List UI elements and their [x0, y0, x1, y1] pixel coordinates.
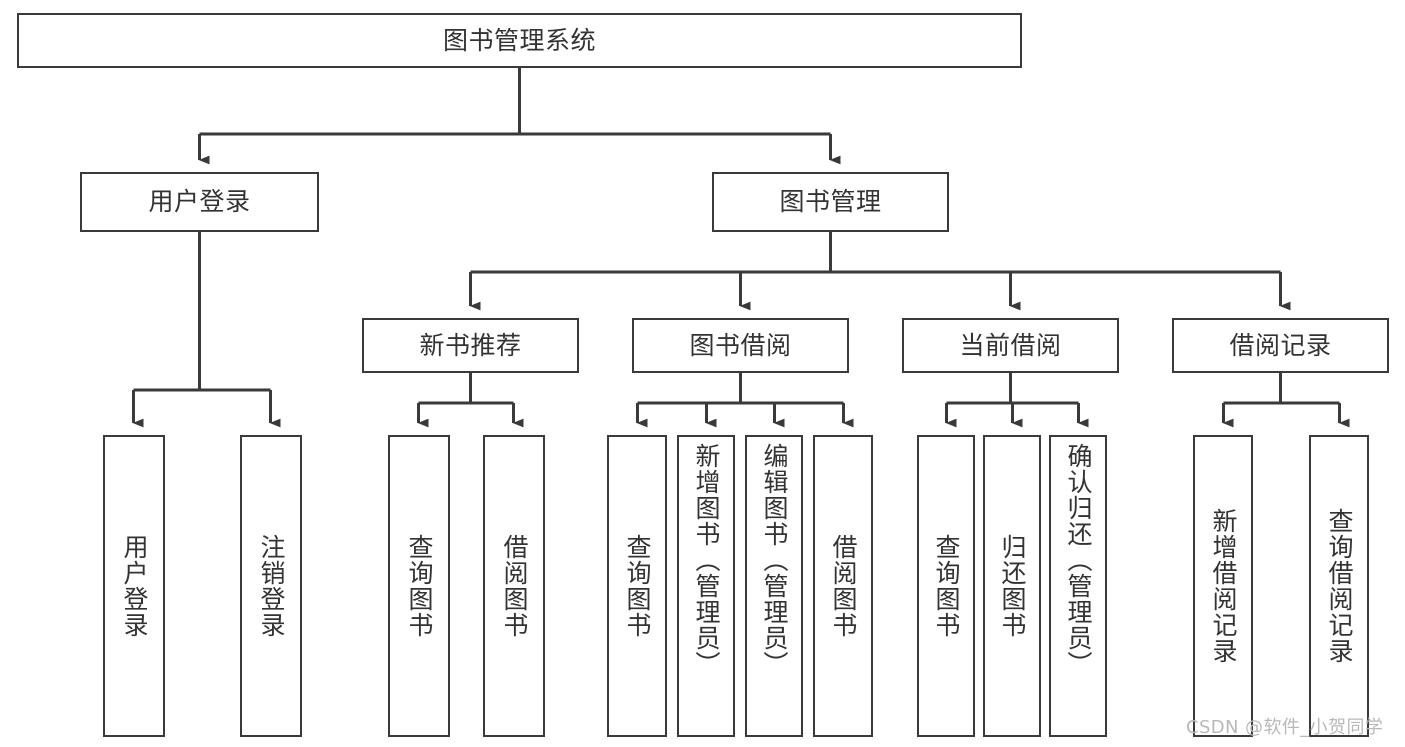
node-leaf-return-book[interactable]: 归还图书 — [983, 435, 1041, 737]
node-root-system[interactable]: 图书管理系统 — [17, 13, 1022, 68]
node-book-manage[interactable]: 图书管理 — [712, 172, 949, 232]
node-leaf-borrow-book-2[interactable]: 借阅图书 — [813, 435, 873, 737]
watermark-text: CSDN @软件_小贺同学 — [1186, 717, 1384, 738]
node-leaf-borrow-book-1[interactable]: 借阅图书 — [483, 435, 545, 737]
node-leaf-edit-book[interactable]: 编辑图书（管理员） — [745, 435, 803, 737]
node-leaf-query-record[interactable]: 查询借阅记录 — [1309, 435, 1369, 737]
node-borrow-record[interactable]: 借阅记录 — [1172, 318, 1389, 373]
node-leaf-user-login[interactable]: 用户登录 — [103, 435, 165, 737]
node-new-book-recommend[interactable]: 新书推荐 — [362, 318, 579, 373]
node-leaf-confirm-return[interactable]: 确认归还（管理员） — [1049, 435, 1107, 737]
node-leaf-query-book-1[interactable]: 查询图书 — [388, 435, 450, 737]
node-leaf-logout[interactable]: 注销登录 — [240, 435, 302, 737]
node-user-login[interactable]: 用户登录 — [80, 172, 319, 232]
node-leaf-query-book-2[interactable]: 查询图书 — [607, 435, 667, 737]
node-current-borrow[interactable]: 当前借阅 — [902, 318, 1119, 373]
node-leaf-add-record[interactable]: 新增借阅记录 — [1193, 435, 1253, 737]
node-book-borrow[interactable]: 图书借阅 — [632, 318, 849, 373]
node-leaf-add-book[interactable]: 新增图书（管理员） — [677, 435, 735, 737]
node-leaf-query-book-3[interactable]: 查询图书 — [917, 435, 975, 737]
